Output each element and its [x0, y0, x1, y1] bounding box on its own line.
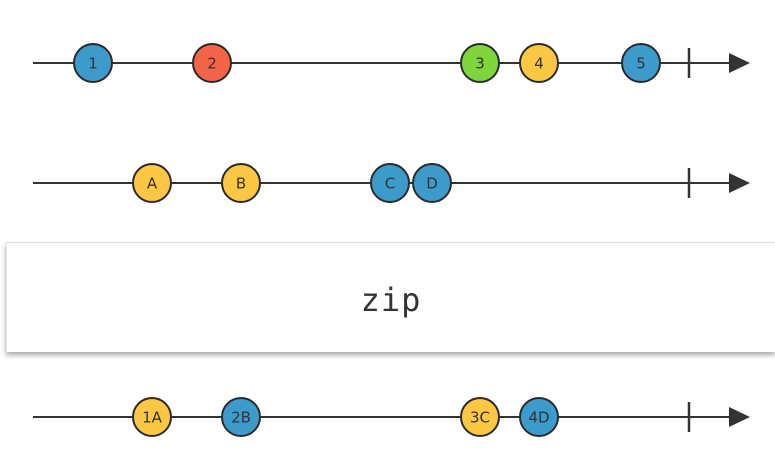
marble-label: 2 — [207, 55, 217, 73]
marble-circle — [460, 43, 500, 83]
marble-label: 4D — [528, 409, 549, 427]
marble-label: 2B — [231, 409, 251, 427]
marble-label: 1A — [142, 409, 163, 427]
marble-circle — [73, 43, 113, 83]
marble-circle — [519, 397, 559, 437]
marble-label: 1 — [88, 55, 98, 73]
timeline-output: 1A 2B 3C 4D — [33, 397, 750, 437]
marble-circle — [132, 163, 172, 203]
marble-circle — [132, 397, 172, 437]
marble-A: A — [132, 163, 172, 203]
marble-label: D — [426, 175, 438, 193]
marble-circle — [192, 43, 232, 83]
marble-circle — [460, 397, 500, 437]
marble-circle — [221, 397, 261, 437]
marble-5: 5 — [621, 43, 661, 83]
marble-D: D — [412, 163, 452, 203]
marble-3C: 3C — [460, 397, 500, 437]
marble-B: B — [221, 163, 261, 203]
marble-circle — [412, 163, 452, 203]
marble-1: 1 — [73, 43, 113, 83]
marble-circle — [221, 163, 261, 203]
marble-circle — [621, 43, 661, 83]
marble-label: C — [385, 175, 395, 193]
marble-2: 2 — [192, 43, 232, 83]
marble-3: 3 — [460, 43, 500, 83]
marble-C: C — [370, 163, 410, 203]
marble-label: 5 — [636, 55, 646, 73]
timeline-input-2: A B C D — [33, 163, 750, 203]
marble-4: 4 — [519, 43, 559, 83]
operator-box: zip — [6, 242, 775, 352]
marble-1A: 1A — [132, 397, 172, 437]
timeline-arrow-icon — [729, 53, 750, 73]
timeline-input-1: 1 2 3 4 5 — [33, 43, 750, 83]
timeline-arrow-icon — [729, 173, 750, 193]
marble-2B: 2B — [221, 397, 261, 437]
operator-label: zip — [360, 280, 422, 319]
marble-circle — [519, 43, 559, 83]
marble-4D: 4D — [519, 397, 559, 437]
marble-label: 4 — [534, 55, 544, 73]
timeline-arrow-icon — [729, 407, 750, 427]
marble-label: 3C — [470, 409, 490, 427]
marble-circle — [370, 163, 410, 203]
marble-label: 3 — [475, 55, 485, 73]
marble-label: B — [236, 175, 246, 193]
marble-label: A — [147, 175, 158, 193]
